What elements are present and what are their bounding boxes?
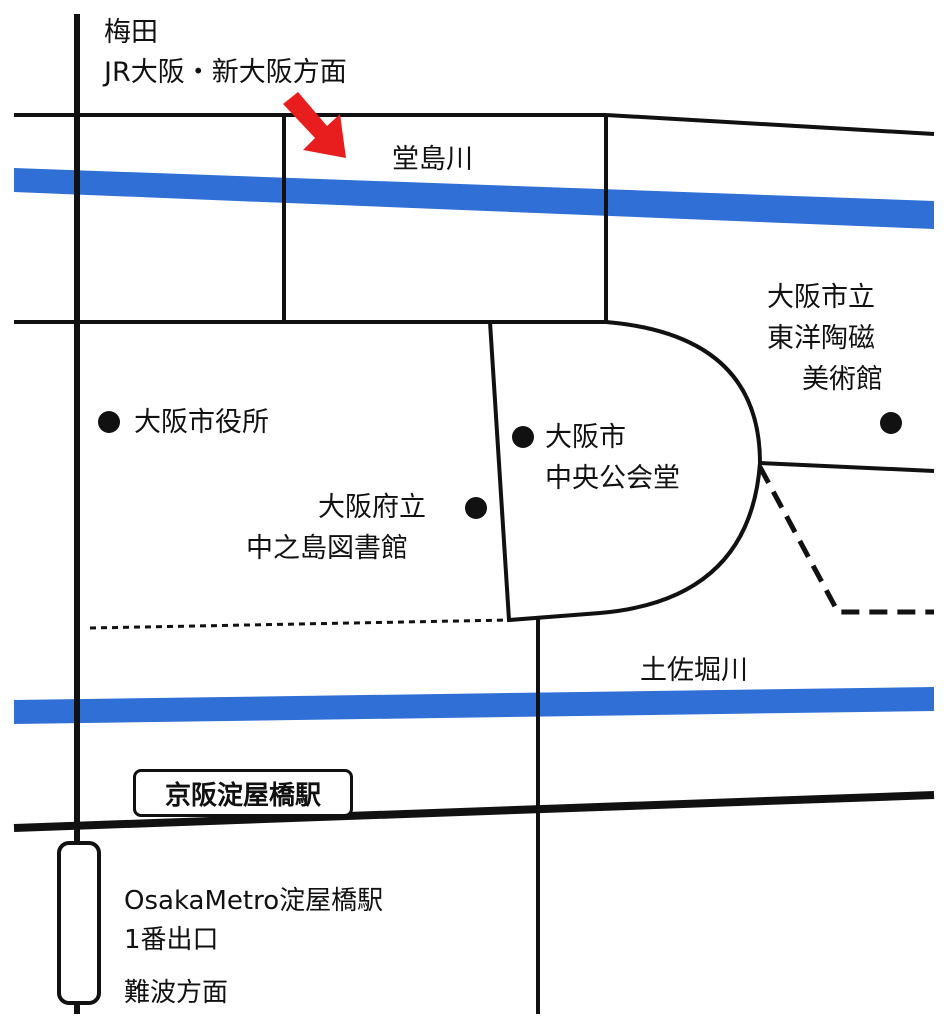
namba-direction-label: 難波方面 xyxy=(124,978,229,1008)
ceramics-museum-label-2: 東洋陶磁 xyxy=(767,323,875,354)
black-dot-icon xyxy=(880,412,902,434)
jr-osaka-direction-label: JR大阪・新大阪方面 xyxy=(104,57,347,88)
east-branch-street xyxy=(759,461,935,473)
public-hall-label-2: 中央公会堂 xyxy=(545,463,680,494)
tosabori-river xyxy=(14,687,934,724)
umeda-label: 梅田 xyxy=(104,17,158,48)
dashed-path xyxy=(757,465,934,615)
top-street-east xyxy=(605,113,935,136)
library-label-2: 中之島図書館 xyxy=(246,533,408,564)
ceramics-museum-label-1: 大阪市立 xyxy=(767,282,875,313)
metro-station-label: OsakaMetro淀屋橋駅 xyxy=(124,886,384,916)
tosabori-river-label: 土佐堀川 xyxy=(640,655,748,686)
central-public-hall-outline xyxy=(487,320,763,623)
keihan-rail-line xyxy=(13,791,935,832)
public-hall-label-1: 大阪市 xyxy=(545,422,626,453)
red-arrow-icon xyxy=(283,92,346,158)
dotted-path xyxy=(89,618,510,630)
black-dot-icon xyxy=(512,426,534,448)
rounded-rect-exit-icon xyxy=(57,841,101,1005)
library-label-1: 大阪府立 xyxy=(318,492,426,523)
ceramics-museum-label-3: 美術館 xyxy=(802,364,883,395)
city-hall-label: 大阪市役所 xyxy=(134,407,269,438)
keihan-station-label: 京阪淀屋橋駅 xyxy=(133,769,353,817)
dojima-river-label: 堂島川 xyxy=(392,144,473,175)
black-dot-icon xyxy=(465,497,487,519)
dojima-river xyxy=(14,168,934,229)
black-dot-icon xyxy=(98,411,120,433)
metro-exit-label: 1番出口 xyxy=(124,925,219,955)
